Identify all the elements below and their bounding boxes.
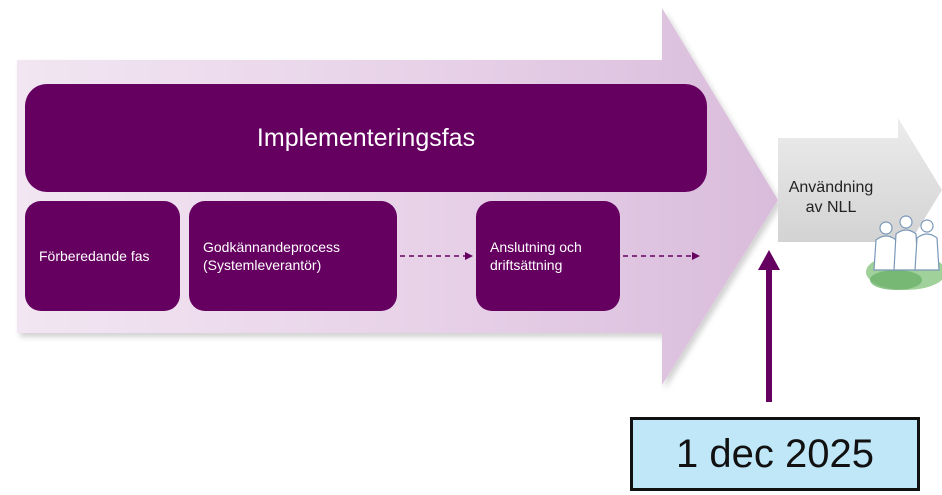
approval-process-label-line2: (Systemleverantör) — [203, 257, 322, 273]
milestone-date-box: 1 dec 2025 — [630, 417, 920, 491]
preparation-phase-box: Förberedande fas — [25, 201, 180, 311]
implementation-phase-box: Implementeringsfas — [25, 84, 707, 192]
usage-label-line1: Användning — [788, 179, 874, 196]
usage-label-line2: av NLL — [805, 199, 857, 216]
connection-deployment-label-line2: driftsättning — [490, 257, 563, 273]
people-illustration — [866, 215, 942, 290]
preparation-phase-label: Förberedande fas — [39, 248, 150, 264]
process-arrow — [17, 8, 778, 385]
dashed-connector-1 — [400, 252, 473, 260]
approval-process-label-line1: Godkännandeprocess — [203, 239, 340, 255]
connection-deployment-label-line1: Anslutning och — [490, 239, 582, 255]
dashed-connector-2 — [623, 252, 700, 260]
implementation-phase-title: Implementeringsfas — [256, 123, 476, 152]
approval-process-box: Godkännandeprocess (Systemleverantör) — [189, 201, 397, 311]
milestone-date: 1 dec 2025 — [676, 431, 874, 476]
connection-deployment-box: Anslutning och driftsättning — [476, 201, 620, 311]
usage-label: Användning av NLL — [772, 178, 890, 218]
milestone-pointer-arrow — [758, 250, 780, 402]
